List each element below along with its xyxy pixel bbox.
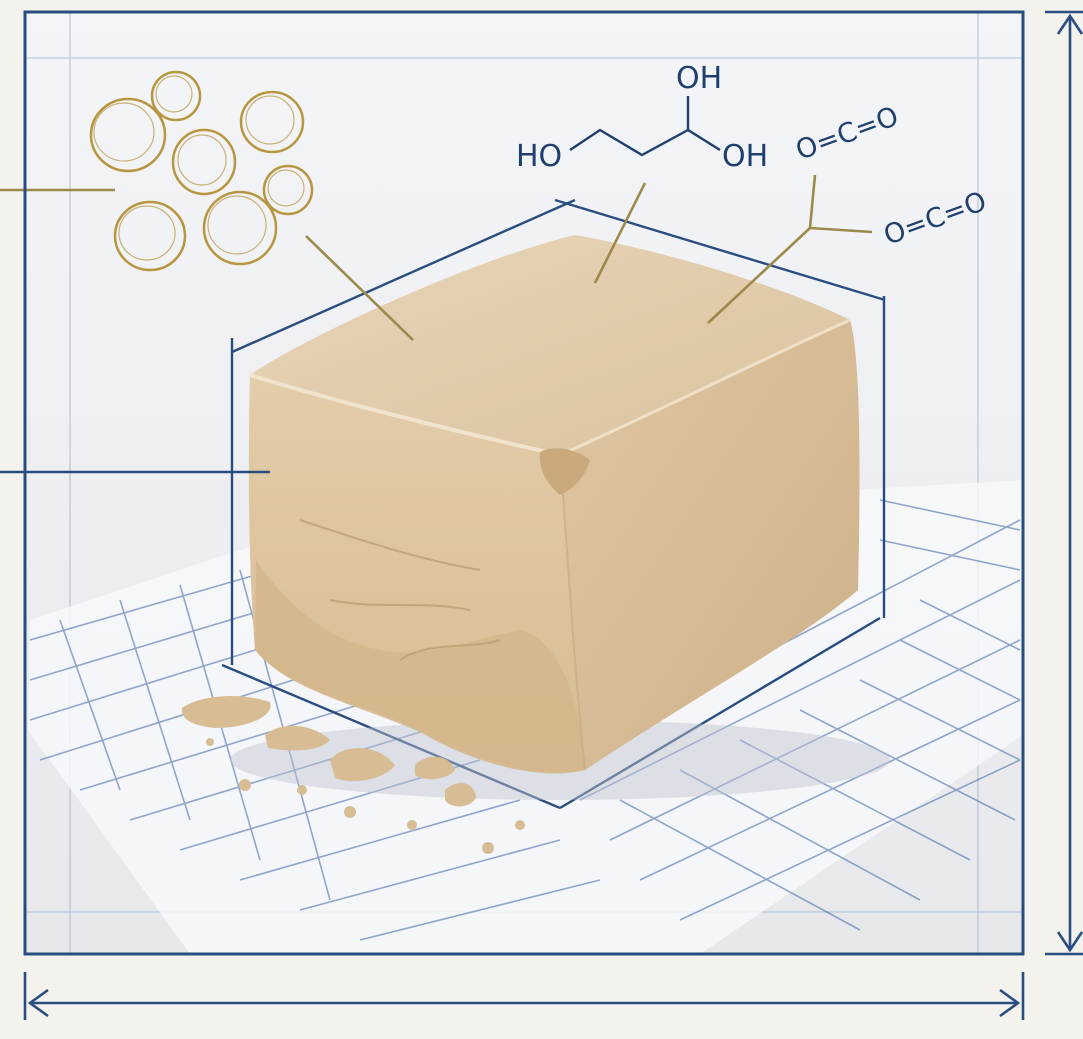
glycerol-structure: OH HO OH [516, 61, 768, 174]
wireframe-box [221, 198, 886, 810]
photo-frame [23, 10, 1025, 956]
glycerol-oh-right: OH [722, 139, 768, 174]
glycerol-oh-top: OH [676, 61, 722, 96]
leader-lines [0, 174, 873, 341]
yeast-crumbs [181, 696, 525, 854]
yeast-block [248, 235, 860, 774]
double-arrow-horizontal-icon [23, 972, 1025, 1020]
glycerol-ho-left: HO [516, 139, 562, 174]
yeast-cell-bubbles-icon [89, 70, 314, 272]
double-arrow-vertical-icon [1045, 10, 1083, 956]
